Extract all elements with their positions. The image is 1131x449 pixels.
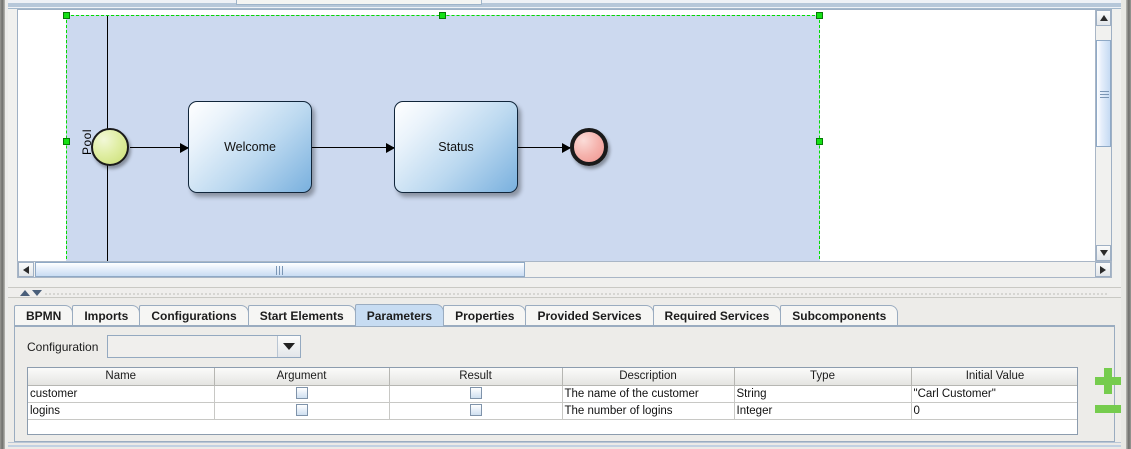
column-header-type[interactable]: Type — [734, 368, 912, 386]
bpmn-task-welcome[interactable]: Welcome — [188, 101, 312, 193]
bpmn-end-event[interactable] — [570, 128, 608, 166]
cell-argument-checkbox[interactable] — [214, 385, 390, 403]
window-frame-left-inner — [5, 0, 8, 449]
scroll-down-button[interactable] — [1096, 245, 1111, 261]
tab-strip: BPMN Imports Configurations Start Elemen… — [14, 304, 899, 326]
scroll-right-button[interactable] — [1095, 262, 1111, 277]
cell-result-checkbox[interactable] — [389, 385, 563, 403]
scroll-up-button[interactable] — [1096, 10, 1111, 26]
horizontal-scroll-thumb[interactable] — [35, 262, 525, 277]
tab-start-elements[interactable]: Start Elements — [247, 305, 356, 326]
triangle-up-icon[interactable] — [20, 290, 30, 296]
checkbox-icon[interactable] — [469, 404, 482, 417]
column-header-name[interactable]: Name — [28, 368, 215, 386]
scroll-left-button[interactable] — [18, 262, 34, 277]
parameters-tab-content: Configuration Name Argument — [14, 327, 1121, 442]
plus-icon[interactable] — [1095, 368, 1121, 394]
sequence-flow-start-to-welcome[interactable] — [130, 143, 189, 152]
table-empty-area — [28, 419, 1077, 434]
cell-argument-checkbox[interactable] — [214, 402, 390, 420]
canvas-horizontal-scrollbar[interactable] — [17, 261, 1112, 278]
resize-handle-middle-left[interactable] — [63, 138, 70, 145]
window-frame-right — [1126, 0, 1131, 449]
triangle-left-icon — [23, 265, 29, 274]
tab-imports[interactable]: Imports — [72, 305, 141, 326]
canvas-frame: Pool Welcome Status — [17, 9, 1112, 276]
tab-parameters[interactable]: Parameters — [354, 304, 445, 326]
tab-properties[interactable]: Properties — [443, 305, 527, 326]
triangle-right-icon — [1100, 265, 1106, 274]
minus-icon[interactable] — [1095, 405, 1121, 413]
tab-strip-underline — [14, 325, 1115, 327]
bpmn-editor-panel: Pool Welcome Status — [8, 0, 1121, 287]
resize-handle-top-center[interactable] — [439, 12, 446, 19]
sequence-flow-welcome-to-status[interactable] — [312, 143, 395, 152]
resize-handle-middle-right[interactable] — [816, 138, 823, 145]
configuration-row: Configuration — [27, 335, 302, 358]
cell-initial-value[interactable]: 0 — [911, 402, 1077, 420]
cell-initial-value[interactable]: "Carl Customer" — [911, 385, 1077, 403]
cell-description[interactable]: The name of the customer — [562, 385, 735, 403]
checkbox-icon[interactable] — [469, 387, 482, 400]
column-header-result[interactable]: Result — [389, 368, 563, 386]
canvas-vertical-scrollbar[interactable] — [1095, 10, 1111, 261]
cell-name[interactable]: logins — [28, 402, 215, 420]
configuration-value[interactable] — [108, 336, 279, 357]
checkbox-icon[interactable] — [295, 404, 308, 417]
cell-name[interactable]: customer — [28, 385, 215, 403]
column-header-argument[interactable]: Argument — [214, 368, 390, 386]
split-pane-divider[interactable] — [8, 287, 1121, 298]
table-actions — [1093, 367, 1123, 435]
window-frame-left — [0, 0, 5, 449]
table-row[interactable]: logins The number of logins Integer 0 — [28, 402, 1077, 420]
table-row[interactable]: customer The name of the customer String… — [28, 385, 1077, 403]
window-bottom-edge — [8, 442, 1121, 449]
bpmn-canvas[interactable]: Pool Welcome Status — [18, 10, 1097, 261]
bpmn-start-event[interactable] — [91, 128, 129, 166]
cell-description[interactable]: The number of logins — [562, 402, 735, 420]
triangle-down-icon — [1099, 250, 1108, 256]
resize-handle-top-right[interactable] — [816, 12, 823, 19]
cell-type[interactable]: Integer — [734, 402, 912, 420]
tab-required-services[interactable]: Required Services — [652, 305, 782, 326]
tab-bpmn[interactable]: BPMN — [14, 305, 74, 326]
table-header-row: Name Argument Result Description Type In… — [28, 368, 1077, 386]
vertical-scroll-thumb[interactable] — [1096, 40, 1111, 147]
scroll-grip-icon — [276, 266, 285, 275]
scroll-grip-icon — [1100, 90, 1109, 98]
tab-subcomponents[interactable]: Subcomponents — [780, 305, 899, 326]
tab-configurations[interactable]: Configurations — [139, 305, 249, 326]
chevron-down-icon[interactable] — [278, 336, 301, 357]
editor-toolbar-accent — [8, 3, 1121, 7]
resize-handle-top-left[interactable] — [63, 12, 70, 19]
triangle-up-icon — [1099, 15, 1108, 21]
configuration-combobox[interactable] — [107, 335, 302, 358]
editor-toolbar-strip — [8, 0, 1121, 9]
properties-panel: BPMN Imports Configurations Start Elemen… — [8, 298, 1121, 449]
sequence-flow-status-to-end[interactable] — [518, 143, 571, 152]
divider-grip — [44, 292, 1109, 295]
checkbox-icon[interactable] — [295, 387, 308, 400]
cell-type[interactable]: String — [734, 385, 912, 403]
configuration-label: Configuration — [27, 339, 99, 354]
column-header-initial-value[interactable]: Initial Value — [911, 368, 1077, 386]
column-header-description[interactable]: Description — [562, 368, 735, 386]
bpmn-task-status[interactable]: Status — [394, 101, 518, 193]
cell-result-checkbox[interactable] — [389, 402, 563, 420]
parameters-table[interactable]: Name Argument Result Description Type In… — [27, 367, 1078, 435]
editor-toolbar-stub — [236, 0, 482, 5]
tab-provided-services[interactable]: Provided Services — [525, 305, 654, 326]
triangle-down-icon[interactable] — [32, 290, 42, 296]
